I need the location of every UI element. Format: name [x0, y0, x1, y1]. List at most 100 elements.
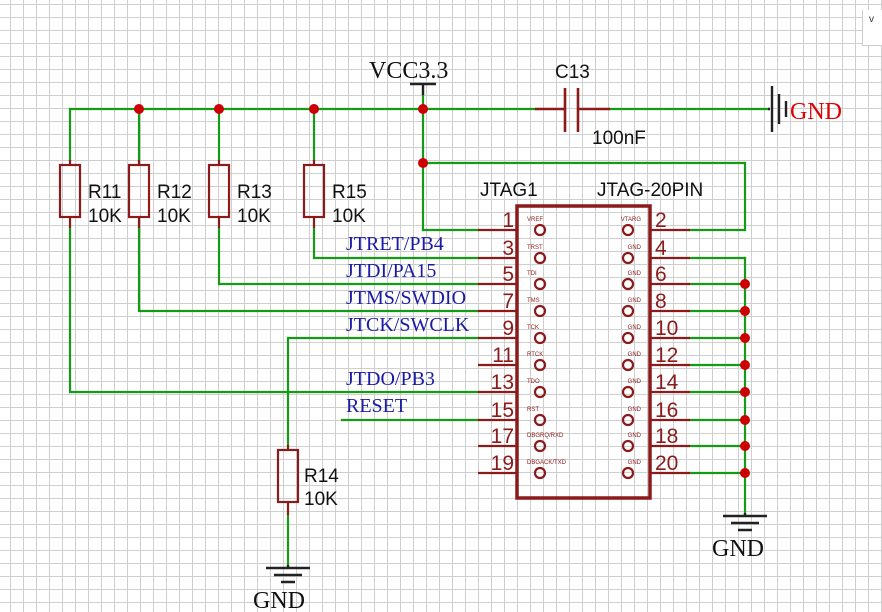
pin-number: 13	[491, 371, 514, 394]
net-jtck-wire	[286, 336, 480, 447]
jtag-pin[interactable]: 16 GND	[621, 399, 690, 427]
pin-name: GND	[628, 407, 642, 413]
resistor-r14-ref: R14	[304, 466, 339, 487]
pin-name: TMS	[527, 298, 540, 304]
pin-number: 2	[655, 209, 667, 232]
pin-hole-icon	[533, 413, 547, 427]
junction-dot	[740, 387, 750, 397]
resistor-r13-body	[207, 163, 231, 219]
pin-hole-icon	[533, 439, 547, 453]
net-label-jtret: JTRET/PB4	[346, 233, 444, 255]
resistor-r12[interactable]: R12 10K	[127, 160, 192, 228]
pin-name: DBGRQ/RXD	[527, 433, 564, 439]
junction-dot	[214, 104, 224, 114]
net-label-reset: RESET	[346, 395, 407, 417]
pin-number: 3	[502, 237, 514, 260]
pin-name: VTARG	[621, 217, 642, 223]
resistor-r15[interactable]: R15 10K	[302, 160, 367, 228]
resistor-r11-ref: R11	[88, 182, 121, 203]
capacitor-c13[interactable]: C13 100nF	[535, 62, 646, 149]
pin-hole-icon	[533, 466, 547, 480]
resistor-r15-body	[302, 163, 326, 219]
pin-hole-icon	[621, 439, 635, 453]
vcc-label: VCC3.3	[369, 58, 448, 84]
resistor-r14[interactable]: R14 10K	[276, 445, 339, 515]
net-label-jtms: JTMS/SWDIO	[346, 287, 466, 309]
pin-number: 15	[491, 399, 514, 422]
pin-number: 20	[655, 452, 678, 475]
gnd-symbol-bottom[interactable]: GND	[253, 565, 310, 612]
junction-dot	[740, 441, 750, 451]
resistor-r15-value: 10K	[332, 206, 366, 227]
gnd-label-top: GND	[790, 99, 842, 125]
resistor-r11-value: 10K	[88, 206, 122, 227]
capacitor-c13-value: 100nF	[592, 128, 646, 149]
pin-number: 6	[655, 263, 667, 286]
vcc-power-symbol[interactable]: VCC3.3	[369, 58, 448, 95]
pin-name: TDO	[527, 379, 540, 385]
net-jtdi-wire	[217, 226, 480, 286]
resistor-r12-ref: R12	[157, 182, 192, 203]
junction-dot	[418, 104, 428, 114]
resistor-r13[interactable]: R13 10K	[207, 160, 272, 228]
vtarg-wire	[421, 161, 747, 232]
jtag-pin[interactable]: 2 VTARG	[621, 209, 690, 237]
gnd-label-right: GND	[712, 536, 764, 562]
junction-dot	[309, 104, 319, 114]
gnd-symbol-top[interactable]: GND	[768, 86, 842, 132]
jtag-pin[interactable]: 13 TDO	[478, 371, 547, 399]
resistor-r14-body	[276, 448, 300, 504]
wires	[68, 93, 770, 567]
jtag-ref: JTAG1	[480, 180, 538, 201]
pin-name: TCK	[527, 325, 539, 331]
gnd-label-bottom: GND	[253, 588, 305, 612]
pin-hole-icon	[621, 304, 635, 318]
pin-name: VREF	[527, 217, 543, 223]
junction-dot	[740, 468, 750, 478]
resistor-r12-value: 10K	[157, 206, 191, 227]
net-label-jtck: JTCK/SWCLK	[346, 314, 470, 336]
corner-panel-label: v	[862, 10, 882, 46]
jtag-pin[interactable]: 17 DBGRQ/RXD	[478, 425, 564, 453]
pin-number: 11	[492, 344, 514, 367]
gnd-symbol-right[interactable]: GND	[712, 513, 767, 562]
pin-name: GND	[628, 298, 642, 304]
pin-hole-icon	[621, 277, 635, 291]
pin-name: TRST	[527, 245, 543, 251]
jtag-pin[interactable]: 3 TRST	[478, 237, 547, 265]
junction-dot	[740, 306, 750, 316]
pin-number: 16	[655, 399, 678, 422]
pin-number: 17	[491, 425, 514, 448]
pin-hole-icon	[533, 331, 547, 345]
pin-name: GND	[628, 433, 642, 439]
pin-number: 12	[655, 344, 678, 367]
jtag-pin[interactable]: 8 GND	[621, 290, 690, 318]
junction-dot	[740, 279, 750, 289]
pin-name: GND	[628, 245, 642, 251]
pin-number: 8	[655, 290, 667, 313]
jtag-pin[interactable]: 7 TMS	[478, 290, 547, 318]
pin-number: 7	[502, 290, 514, 313]
resistor-r13-value: 10K	[237, 206, 271, 227]
resistor-r11[interactable]: R11 10K	[58, 160, 122, 228]
resistor-r11-body	[58, 163, 82, 219]
net-jtret-wire	[312, 226, 480, 260]
pin-hole-icon	[621, 223, 635, 237]
